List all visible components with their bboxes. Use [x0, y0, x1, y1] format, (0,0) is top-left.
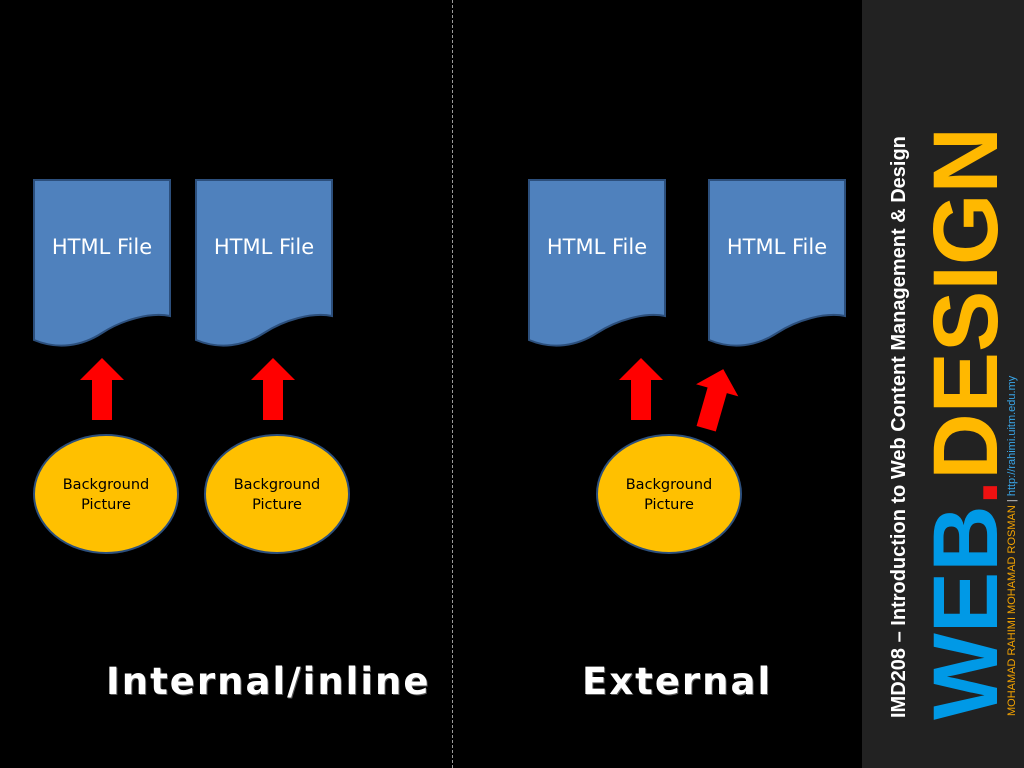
logo-web-text: WEB	[915, 505, 1017, 720]
external-html-file-2	[708, 179, 846, 347]
internal-arrow-1	[80, 358, 124, 420]
course-subtitle: IMD208 – Introduction to Web Content Man…	[888, 136, 910, 718]
internal-arrow-2	[251, 358, 295, 420]
author-name: MOHAMAD RAHIMI MOHAMAD ROSMAN	[1006, 505, 1018, 716]
external-background-picture-label: Background Picture	[596, 475, 742, 515]
internal-html-file-2-label: HTML File	[213, 235, 315, 259]
external-arrow-1	[619, 358, 663, 420]
sidebar-brand-panel	[862, 0, 1024, 768]
section-divider	[452, 0, 453, 768]
internal-inline-caption: Internal/inline	[106, 660, 431, 703]
internal-html-file-2	[195, 179, 333, 347]
external-background-picture	[596, 434, 742, 554]
external-html-file-1-label: HTML File	[546, 235, 648, 259]
internal-background-picture-1	[33, 434, 179, 554]
external-html-file-2-label: HTML File	[726, 235, 828, 259]
label-line-1: Background	[62, 477, 150, 493]
credit-separator: |	[1006, 496, 1018, 506]
internal-background-picture-1-label: Background Picture	[33, 475, 179, 515]
logo-dot: .	[915, 479, 1017, 506]
label-line-2: Picture	[644, 497, 694, 513]
web-design-logo: WEB.DESIGN	[915, 127, 1017, 720]
external-html-file-1	[528, 179, 666, 347]
label-line-1: Background	[625, 477, 713, 493]
logo-design-text: DESIGN	[915, 127, 1017, 480]
internal-html-file-1	[33, 179, 171, 347]
internal-background-picture-2	[204, 434, 350, 554]
label-line-1: Background	[233, 477, 321, 493]
label-line-2: Picture	[81, 497, 131, 513]
internal-html-file-1-label: HTML File	[51, 235, 153, 259]
internal-background-picture-2-label: Background Picture	[204, 475, 350, 515]
author-url-link[interactable]: http://rahimi.uitm.edu.my	[1006, 375, 1018, 497]
author-credit: MOHAMAD RAHIMI MOHAMAD ROSMAN | http://r…	[1006, 376, 1018, 716]
diagram-shapes	[33, 179, 846, 554]
external-caption: External	[582, 660, 773, 703]
external-arrow-2	[696, 369, 739, 432]
label-line-2: Picture	[252, 497, 302, 513]
